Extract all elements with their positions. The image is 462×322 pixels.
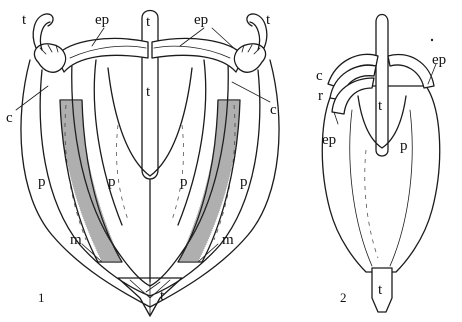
fig2-label-r: r — [318, 88, 323, 104]
fig1-inner-plate-left — [94, 60, 122, 225]
fig1-label-ep-right: ep — [194, 12, 208, 28]
fig2-number: 2 — [340, 290, 347, 305]
fig1-label-t-top-right: t — [266, 12, 271, 28]
fig1-label-p-center-left: p — [108, 174, 116, 190]
fig2-label-c: c — [316, 68, 323, 84]
fig1-label-c-right: c — [270, 102, 277, 118]
fig2-label-p: p — [400, 138, 408, 154]
fig1-dashed-line-inner-right — [172, 125, 184, 220]
fig2-central-tube — [376, 15, 388, 157]
fig1-leader-c-left — [16, 86, 48, 110]
fig1-number: 1 — [38, 290, 45, 305]
fig1-leader-c-right — [232, 82, 270, 102]
fig1-label-p-right: p — [240, 174, 248, 190]
fig2-label-ep-left: ep — [322, 132, 336, 148]
fig1-label-t-top-left: t — [22, 12, 27, 28]
fig1-label-m-left: m — [70, 232, 82, 248]
fig1-label-t-bottom: t — [160, 288, 165, 304]
figure-1-drawing — [16, 11, 279, 317]
fig1-dashed-line-inner-left — [116, 125, 128, 220]
fig2-ep-fold-right — [388, 54, 434, 88]
fig2-inner-seam-right — [390, 110, 412, 266]
fig1-ep-plate-left — [56, 38, 148, 72]
fig1-inner-plate-right — [178, 60, 206, 225]
figure-2-drawing — [322, 15, 439, 313]
fig1-leader-m-right — [198, 244, 218, 262]
fig1-label-p-left: p — [38, 174, 46, 190]
fig1-ep-plate-right — [152, 38, 244, 72]
fig1-label-m-right: m — [222, 232, 234, 248]
fig2-dot — [431, 39, 433, 41]
fig2-label-ep-right: ep — [432, 52, 446, 68]
fig1-curl-left — [33, 14, 53, 48]
fig1-label-ep-left: ep — [95, 12, 109, 28]
fig1-label-c-left: c — [6, 110, 13, 126]
fig2-dashed-line — [365, 150, 378, 258]
fig2-leader-ep-left — [334, 112, 338, 124]
fig1-leader-m-left — [82, 244, 102, 262]
fig1-label-p-center-right: p — [180, 174, 188, 190]
fig1-curl-right — [247, 14, 267, 48]
